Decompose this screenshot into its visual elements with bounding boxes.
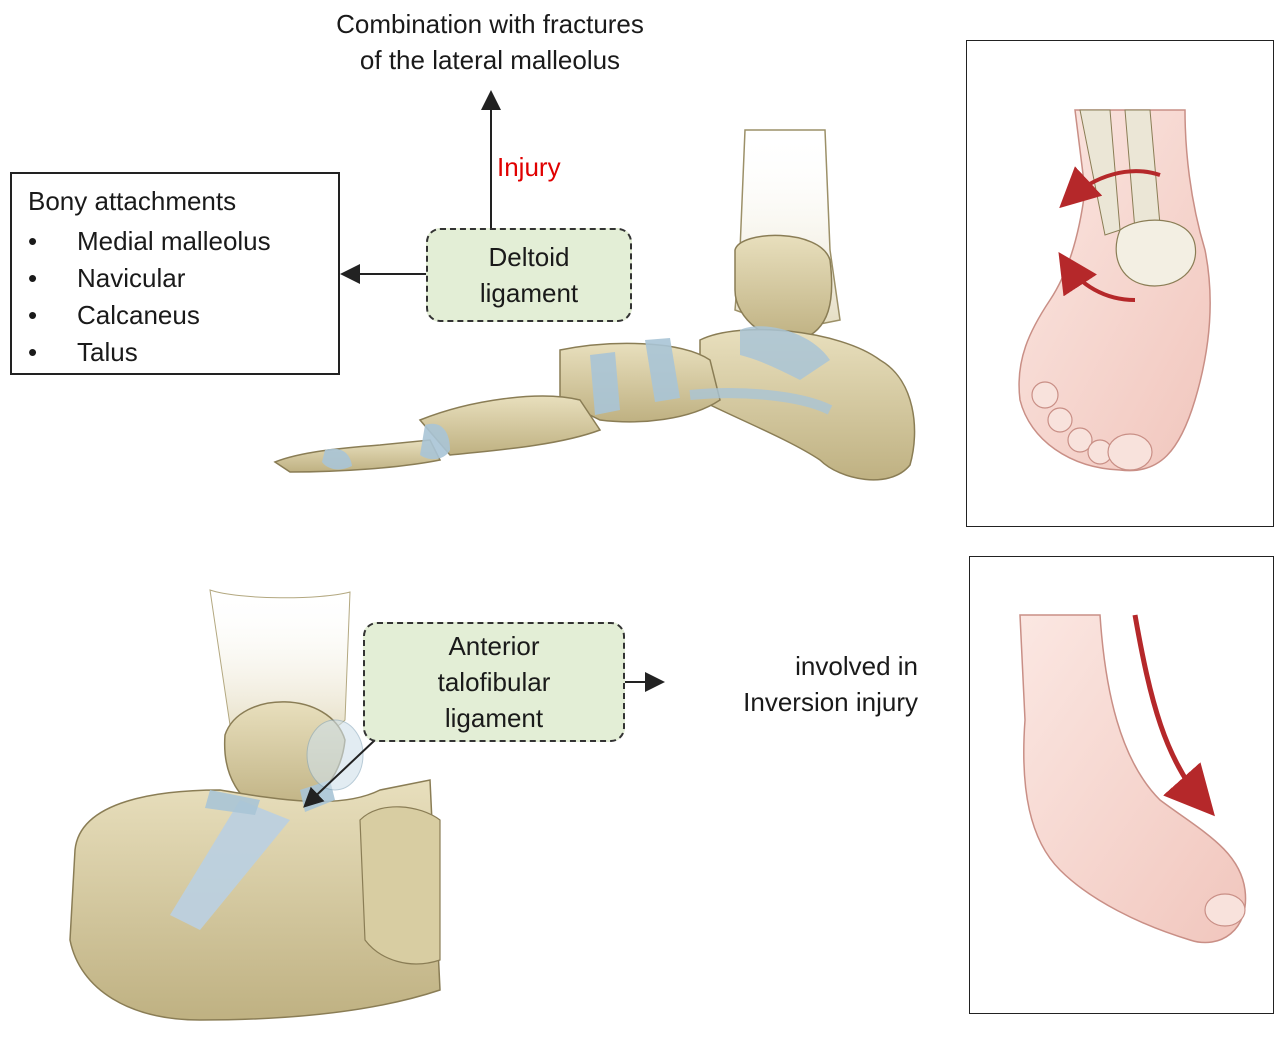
atfl-line-3: ligament [438,700,551,736]
bony-attachments-list: •Medial malleolus •Navicular •Calcaneus … [28,223,271,371]
list-item: •Calcaneus [28,297,271,334]
list-item: •Medial malleolus [28,223,271,260]
bony-attachments-box: Bony attachments •Medial malleolus •Navi… [10,172,340,375]
bullet-icon: • [28,334,77,371]
atfl-line-2: talofibular [438,664,551,700]
bullet-icon: • [28,297,77,334]
caption-line-1: Combination with fractures [300,6,680,42]
inversion-top-panel [966,40,1274,527]
caption-line-2: of the lateral malleolus [300,42,680,78]
atfl-line-1: Anterior [438,628,551,664]
bullet-icon: • [28,260,77,297]
injury-label: Injury [497,152,561,183]
inversion-injury-note: involved in Inversion injury [680,648,918,720]
involved-line-2: Inversion injury [680,684,918,720]
deltoid-ligament-label: Deltoid ligament [426,228,632,322]
bony-attachments-title: Bony attachments [28,186,236,217]
fracture-combination-caption: Combination with fractures of the latera… [300,6,680,78]
list-item: •Navicular [28,260,271,297]
deltoid-line-2: ligament [480,275,578,311]
inversion-side-panel [969,556,1274,1014]
list-item: •Talus [28,334,271,371]
deltoid-line-1: Deltoid [480,239,578,275]
atfl-label: Anterior talofibular ligament [363,622,625,742]
involved-line-1: involved in [680,648,918,684]
bullet-icon: • [28,223,77,260]
